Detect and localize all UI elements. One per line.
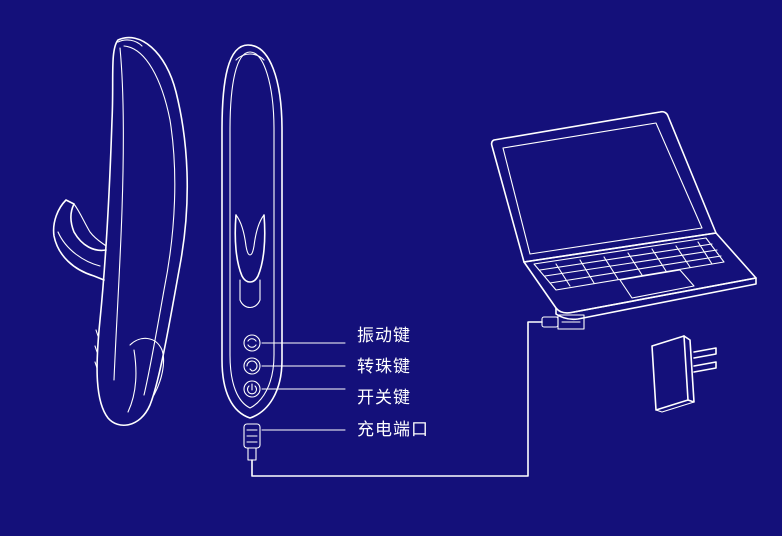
device-side-view <box>52 36 189 427</box>
usb-cable <box>251 314 585 477</box>
power-key-label: 开关键 <box>357 388 411 408</box>
vibration-key-label: 振动键 <box>357 326 411 346</box>
laptop-icon <box>490 110 757 321</box>
device-front-view <box>221 44 283 461</box>
power-adapter-icon <box>651 335 717 413</box>
leader-lines <box>261 342 346 431</box>
rotation-key-label: 转珠键 <box>357 357 411 377</box>
charging-port-label: 充电端口 <box>357 420 429 440</box>
